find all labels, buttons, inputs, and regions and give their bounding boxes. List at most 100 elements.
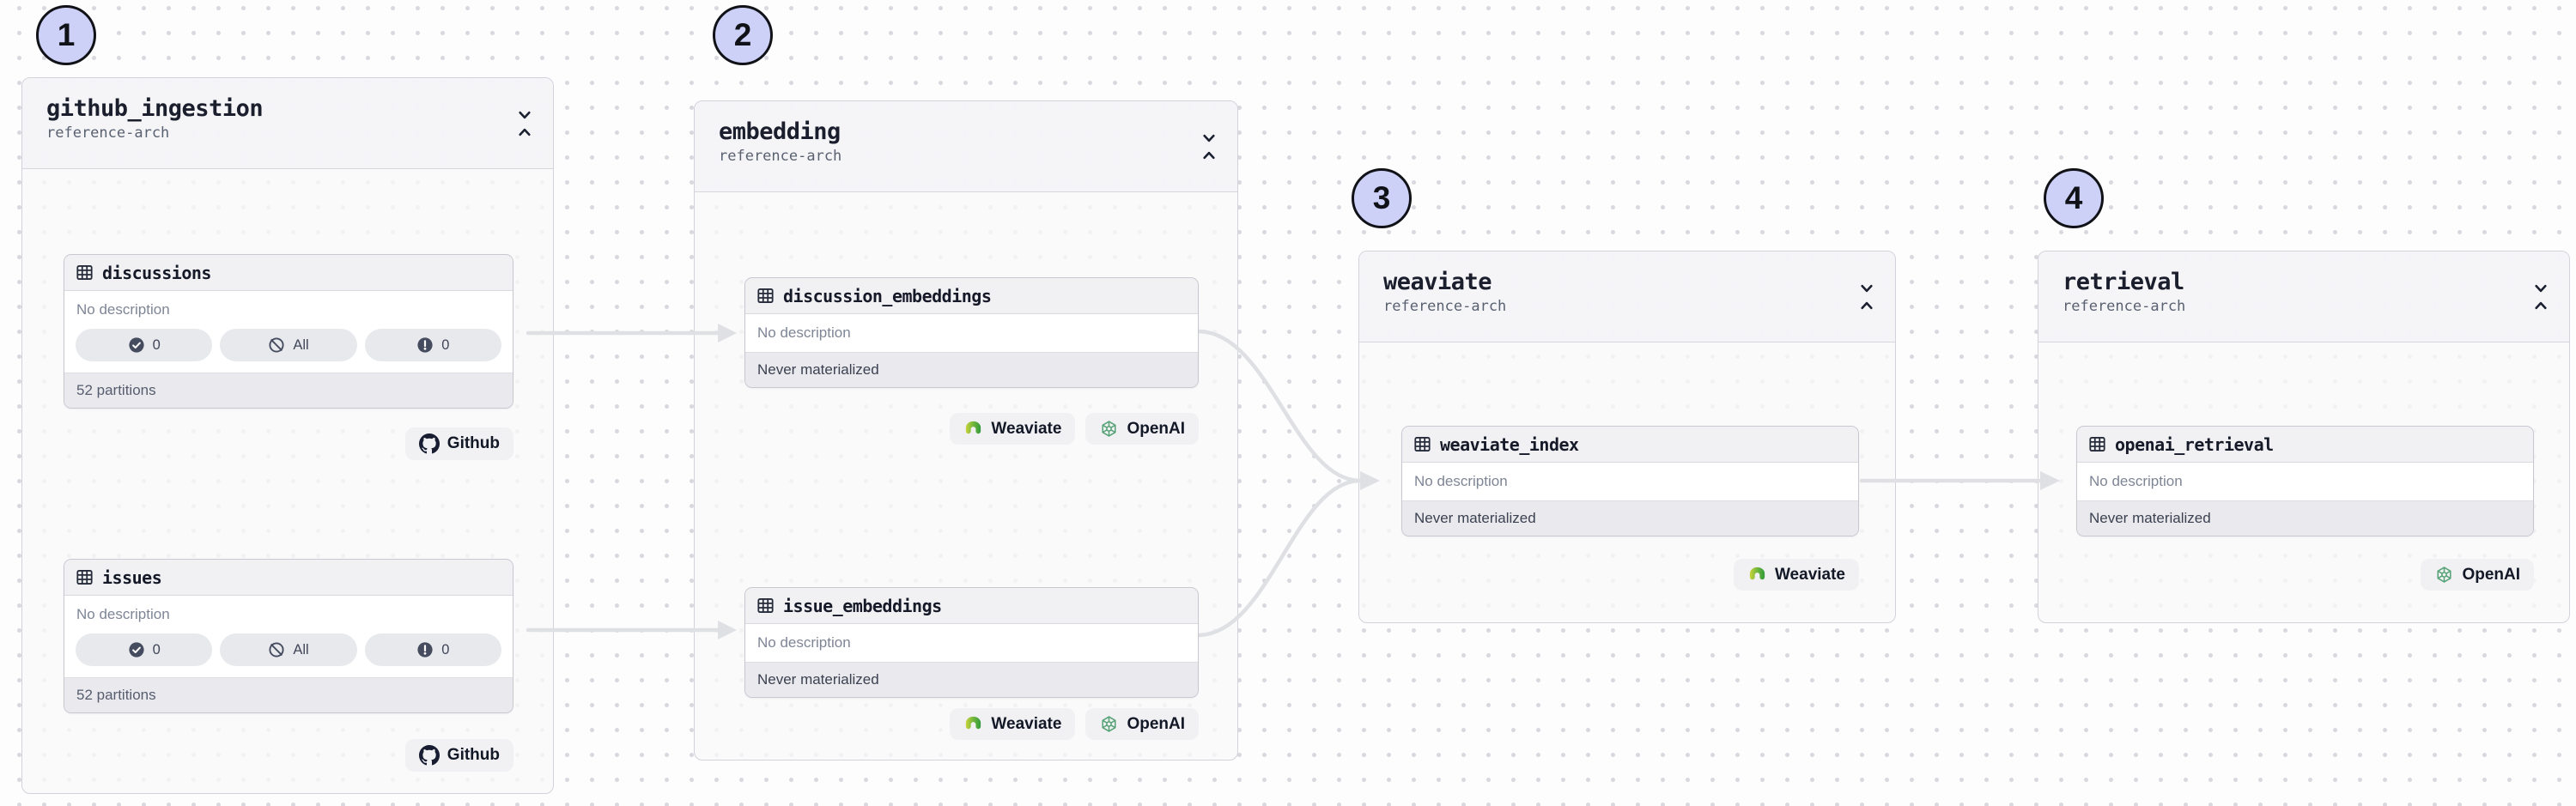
ban-circle-icon [269,337,284,353]
group-header[interactable]: embedding reference-arch [695,101,1237,192]
asset-node-issues[interactable]: issues No description 0 All 0 52 partiti… [64,559,513,713]
tag-row: Weaviate OpenAI [744,708,1199,740]
checks-passed-badge[interactable]: 0 [76,633,213,666]
asset-description: No description [76,606,170,622]
badge-label: 0 [441,641,450,658]
partitions-count: 52 partitions [64,677,513,712]
asset-node-weaviate-index[interactable]: weaviate_index No description Never mate… [1401,426,1859,536]
tag-label: OpenAI [1127,419,1185,438]
check-badges-row: 0 All 0 [64,329,513,373]
checks-passed-badge[interactable]: 0 [76,329,213,361]
checks-failed-badge[interactable]: 0 [364,633,501,666]
check-badges-row: 0 All 0 [64,633,513,677]
tag-label: Weaviate [991,714,1062,733]
asset-node-issue-embeddings[interactable]: issue_embeddings No description Never ma… [744,587,1199,698]
asset-node-header: discussion_embeddings [745,278,1198,314]
openai-icon [2437,567,2451,583]
group-title: embedding [719,118,841,145]
alert-circle-icon [416,641,434,658]
tag-label: Weaviate [1774,565,1845,584]
github-icon [418,433,440,454]
step-number: 2 [733,17,752,52]
asset-node-header: issues [64,560,513,596]
collapse-group-button[interactable] [517,111,532,136]
openai-icon [1102,421,1116,437]
tag-label: Github [447,434,500,452]
step-circle-1: 1 [36,5,96,65]
openai-icon [1102,716,1116,732]
tag-row: Weaviate [1401,559,1859,591]
table-icon [757,288,774,303]
weaviate-tag[interactable]: Weaviate [1733,559,1859,591]
group-header[interactable]: retrieval reference-arch [2038,251,2569,342]
alert-circle-icon [416,336,434,354]
group-subtitle: reference-arch [2063,298,2186,316]
asset-node-header: weaviate_index [1402,427,1858,463]
materialization-status: Never materialized [2077,500,2533,536]
table-icon [76,570,93,585]
tag-label: Weaviate [991,419,1062,438]
tag-label: OpenAI [1127,714,1185,733]
asset-node-header: issue_embeddings [745,588,1198,624]
group-subtitle: reference-arch [1383,298,1507,316]
badge-label: 0 [441,336,450,353]
collapse-group-button[interactable] [1859,284,1874,310]
check-circle-icon [127,336,145,354]
asset-name: weaviate_index [1440,433,1579,455]
table-icon [2089,437,2105,451]
badge-label: All [293,641,309,658]
asset-node-header: discussions [64,255,513,291]
github-icon [418,745,440,766]
materialization-status: Never materialized [745,662,1198,697]
group-header[interactable]: weaviate reference-arch [1359,251,1895,342]
tag-row: Weaviate OpenAI [744,413,1199,445]
partitions-count: 52 partitions [64,373,513,408]
checks-missing-badge[interactable]: All [220,329,357,361]
group-subtitle: reference-arch [719,148,842,166]
collapse-group-button[interactable] [1201,134,1217,160]
asset-node-discussion-embeddings[interactable]: discussion_embeddings No description Nev… [744,277,1199,388]
github-tag[interactable]: Github [404,739,513,772]
checks-failed-badge[interactable]: 0 [364,329,501,361]
group-embedding: embedding reference-arch discussion_embe… [694,100,1238,761]
asset-description: No description [76,301,170,318]
weaviate-icon [1749,567,1765,580]
tag-row: OpenAI [2076,559,2534,591]
step-number: 1 [57,17,76,52]
github-tag[interactable]: Github [404,427,513,460]
collapse-group-button[interactable] [2533,284,2549,310]
openai-tag[interactable]: OpenAI [1085,708,1199,740]
step-circle-4: 4 [2044,168,2104,228]
table-icon [757,598,774,613]
openai-tag[interactable]: OpenAI [1085,413,1199,445]
asset-description: No description [757,634,851,651]
materialization-status: Never materialized [745,352,1198,387]
group-header[interactable]: github_ingestion reference-arch [22,78,553,169]
tag-label: OpenAI [2462,565,2520,584]
group-title: github_ingestion [46,95,264,122]
step-circle-2: 2 [713,5,773,65]
check-circle-icon [127,641,145,658]
asset-node-openai-retrieval[interactable]: openai_retrieval No description Never ma… [2076,426,2534,536]
asset-name: issues [102,567,162,588]
openai-tag[interactable]: OpenAI [2421,559,2534,591]
weaviate-icon [966,716,981,730]
asset-description: No description [1414,473,1508,489]
asset-description: No description [2089,473,2183,489]
table-icon [1414,437,1431,451]
badge-label: 0 [152,641,161,658]
tag-label: Github [447,746,500,764]
asset-node-header: openai_retrieval [2077,427,2533,463]
tag-row: Github [64,427,513,460]
ban-circle-icon [269,642,284,658]
asset-description: No description [757,324,851,341]
step-number: 4 [2064,180,2083,215]
badge-label: 0 [152,336,161,353]
asset-node-discussions[interactable]: discussions No description 0 All 0 52 pa… [64,254,513,409]
weaviate-tag[interactable]: Weaviate [950,413,1076,445]
tag-row: Github [64,739,513,772]
weaviate-tag[interactable]: Weaviate [950,708,1076,740]
checks-missing-badge[interactable]: All [220,633,357,666]
asset-name: discussion_embeddings [783,285,992,306]
